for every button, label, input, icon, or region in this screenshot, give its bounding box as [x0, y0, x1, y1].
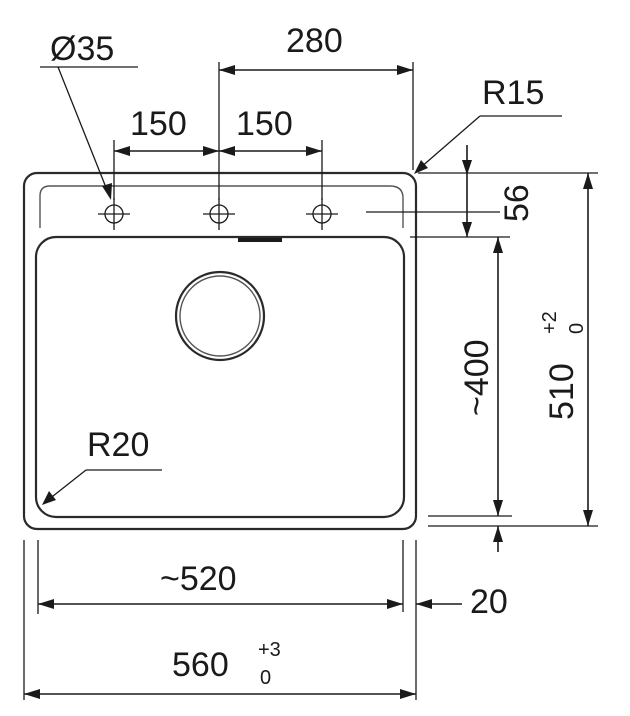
dimension-400: ~400	[428, 237, 512, 517]
dimension-560: 560 +3 0	[23, 540, 416, 700]
corner-radius-callout: R15	[414, 74, 562, 174]
dimension-56-label: 56	[498, 184, 536, 222]
sink-body	[22, 171, 418, 531]
dimension-56: 56	[366, 145, 536, 238]
bowl-outline	[34, 235, 406, 519]
dimension-560-tol-upper: +3	[258, 639, 281, 661]
dimension-280-label: 280	[286, 22, 343, 60]
sink-outer-outline	[22, 171, 418, 531]
diameter-label: Ø35	[50, 30, 114, 68]
dimension-560-tol-lower: 0	[260, 667, 271, 689]
dimension-510-label: 510	[543, 363, 581, 420]
tap-hole-left	[98, 198, 130, 230]
dimension-510: 510 +2 0	[418, 172, 598, 527]
bowl-radius-callout: R20	[42, 426, 162, 505]
dimension-400-label: ~400	[458, 339, 496, 416]
dimension-560-label: 560	[172, 646, 229, 684]
diameter-callout: Ø35	[40, 30, 138, 200]
dimension-20-label: 20	[470, 583, 508, 621]
dimension-510-tol-upper: +2	[539, 311, 561, 334]
tap-hole-center	[203, 198, 235, 230]
tap-hole-right	[306, 198, 338, 230]
tap-ledge-outline	[39, 185, 404, 228]
dimension-150-pair: 150 150	[113, 105, 323, 200]
dimension-280: 280	[218, 22, 414, 200]
dimension-20: 20	[402, 526, 508, 700]
dimension-520: ~520	[37, 540, 403, 614]
dimension-520-label: ~520	[160, 560, 237, 598]
corner-radius-label: R15	[482, 74, 544, 112]
bowl-radius-label: R20	[87, 426, 149, 464]
dimension-150-left-label: 150	[130, 105, 187, 143]
drain-icon	[174, 270, 266, 362]
dimension-150-right-label: 150	[236, 105, 293, 143]
dimension-510-tol-lower: 0	[566, 323, 588, 334]
